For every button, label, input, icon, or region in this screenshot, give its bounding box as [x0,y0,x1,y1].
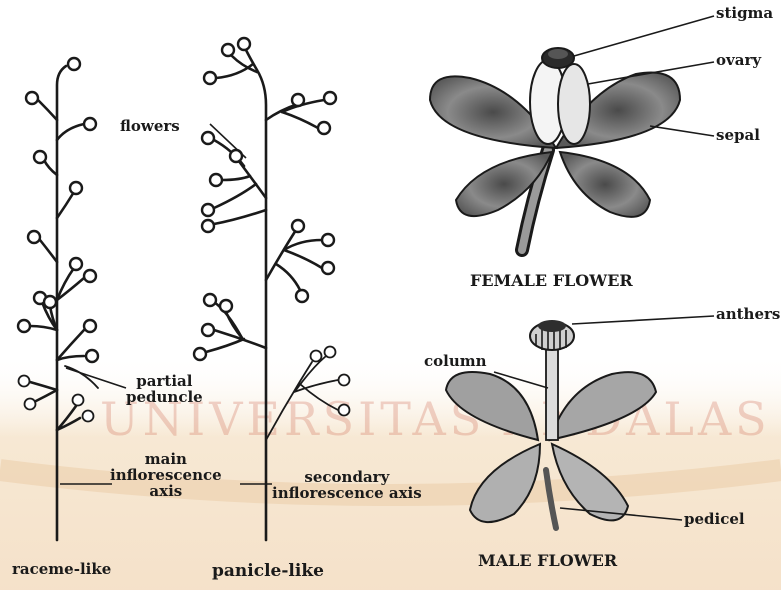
stigma-label: stigma [716,6,773,22]
female-flower-drawing [430,48,680,250]
female-flower-title: FEMALE FLOWER [470,273,633,290]
column-label: column [424,354,487,370]
panicle-main-axis [246,50,266,540]
flower-buds [18,38,350,422]
anthers-label: anthers [716,307,780,323]
panicle-like-label: panicle-like [212,563,324,581]
raceme-like-label: raceme-like [12,562,111,578]
secondary-inflorescence-axis-label: secondary inflorescence axis [272,470,422,502]
ovary-label: ovary [716,53,761,69]
partial-peduncle-label: partial peduncle [126,374,203,406]
flowers-label: flowers [120,119,180,135]
pedicel-label: pedicel [684,512,745,528]
sepal-label: sepal [716,128,760,144]
male-flower-title: MALE FLOWER [478,553,617,570]
main-inflorescence-axis-label: main inflorescence axis [110,452,222,499]
